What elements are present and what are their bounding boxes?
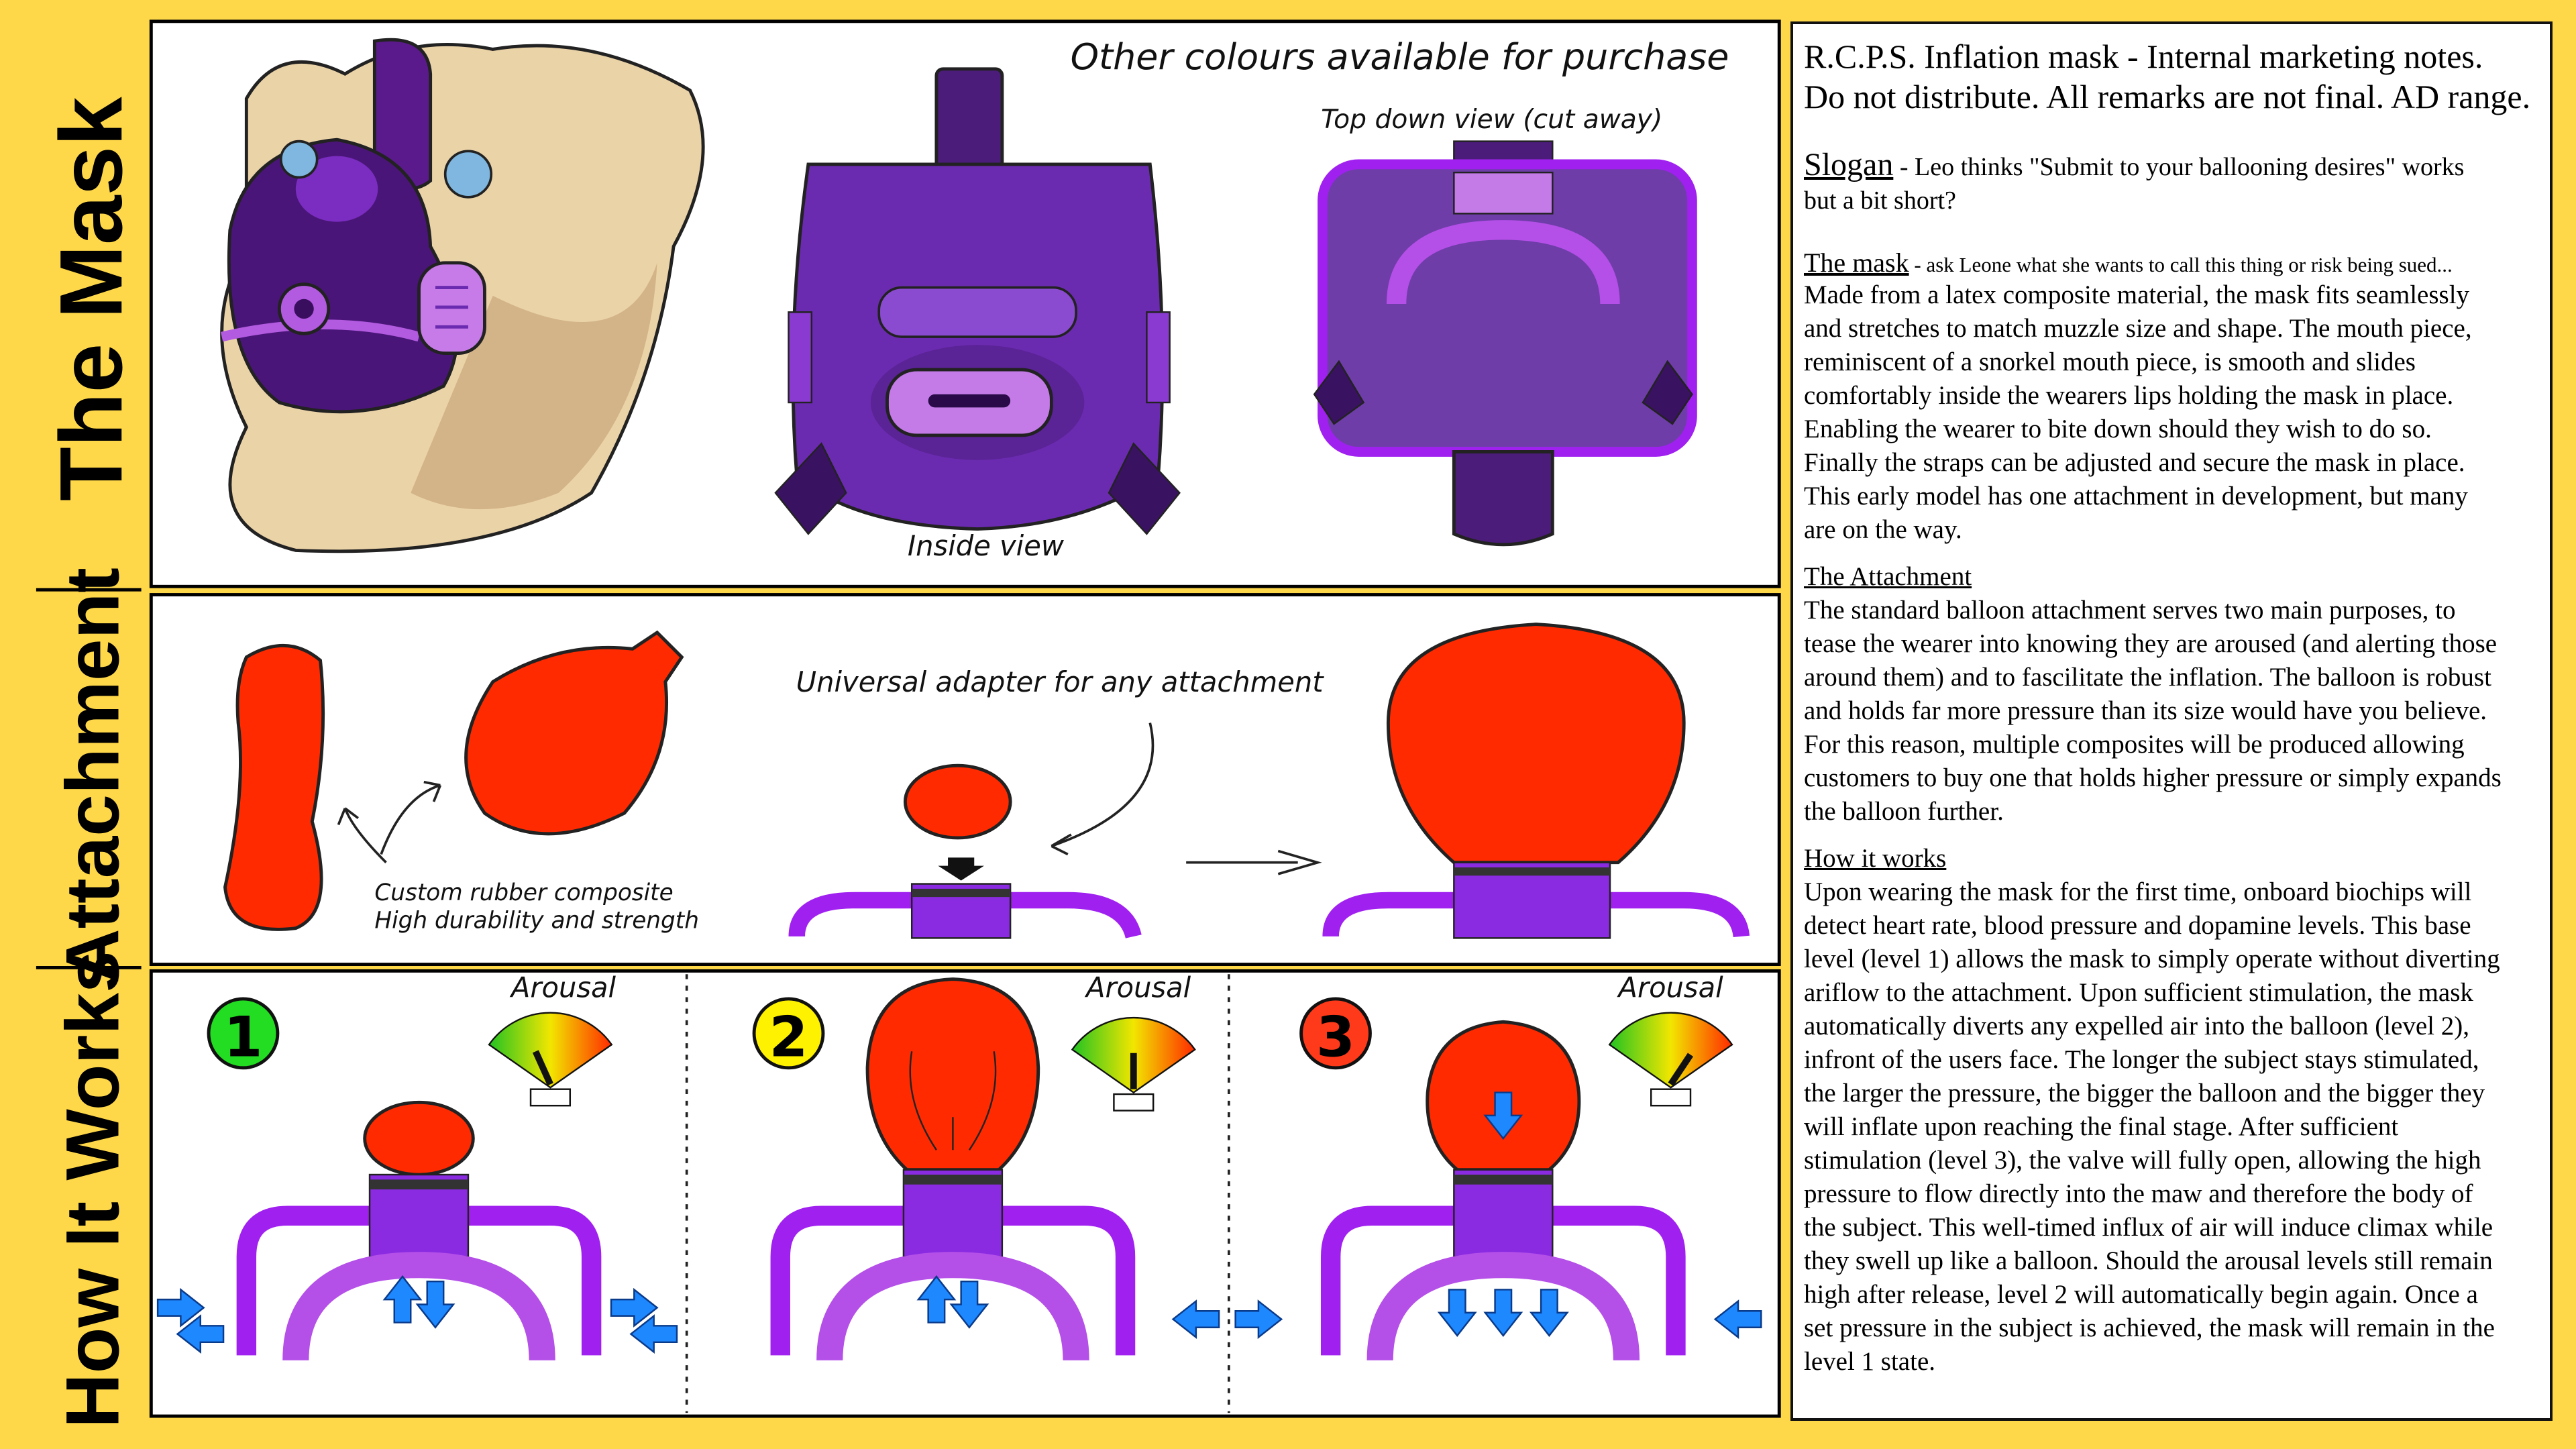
slogan-section: Slogan - Leo thinks "Submit to your ball… bbox=[1804, 146, 2539, 217]
how-body: Upon wearing the mask for the first time… bbox=[1804, 877, 2500, 1376]
gauge-needle bbox=[532, 1050, 553, 1086]
adapter-caption: Universal adapter for any attachment bbox=[796, 665, 1325, 698]
mask-top-down-view-illustration bbox=[1313, 140, 1697, 547]
stage-2: 2 Arousal bbox=[752, 971, 1220, 1361]
stage-number: 3 bbox=[1316, 1005, 1355, 1070]
gauge-label: Arousal bbox=[509, 971, 616, 1004]
panel-the-mask: Other colours available for purchase Top… bbox=[149, 19, 1781, 588]
down-arrow-icon bbox=[938, 857, 984, 881]
how-heading: How it works bbox=[1804, 844, 1947, 873]
mask-aside: - ask Leone what she wants to call this … bbox=[1909, 253, 2453, 276]
stage-number: 2 bbox=[769, 1005, 808, 1070]
panel-attachment: Custom rubber composite High durability … bbox=[149, 593, 1781, 966]
right-arrow-icon bbox=[1186, 849, 1322, 875]
deflated-balloon bbox=[223, 644, 325, 931]
top-view-caption: Top down view (cut away) bbox=[1321, 105, 1662, 135]
material-caption-1: Custom rubber composite bbox=[374, 879, 673, 906]
label-how-it-works: How It Works bbox=[50, 951, 134, 1428]
attachment-heading: The Attachment bbox=[1804, 562, 1972, 591]
arousal-gauge bbox=[488, 1012, 613, 1107]
attachment-body: The standard balloon attachment serves t… bbox=[1804, 596, 2502, 826]
stage-badge bbox=[1299, 997, 1372, 1070]
stage-badge bbox=[752, 997, 825, 1070]
marketing-notes-panel: R.C.P.S. Inflation mask - Internal marke… bbox=[1790, 21, 2553, 1421]
slogan-text: - Leo thinks "Submit to your ballooning … bbox=[1804, 153, 2465, 215]
label-the-mask: The Mask bbox=[42, 97, 141, 501]
stage-1: 1 Arousal bbox=[156, 971, 678, 1361]
label-attachment: Attachment bbox=[50, 568, 134, 983]
attachment-section: The Attachment The standard balloon atta… bbox=[1804, 560, 2539, 828]
stage-number: 1 bbox=[223, 1005, 262, 1070]
notes-header: R.C.P.S. Inflation mask - Internal marke… bbox=[1804, 38, 2531, 115]
arousal-gauge bbox=[1071, 1016, 1196, 1112]
arousal-gauge bbox=[1608, 1012, 1733, 1107]
inflated-balloon bbox=[1386, 623, 1686, 865]
medium-balloon bbox=[464, 630, 684, 836]
stage-3: 3 Arousal bbox=[1234, 971, 1762, 1361]
stage-badge bbox=[207, 997, 280, 1070]
section-labels: The Mask Attachment How It Works bbox=[36, 97, 142, 1428]
mask-inside-view-illustration bbox=[774, 67, 1181, 535]
mask-heading: The mask bbox=[1804, 248, 1909, 278]
mask-section: The mask - ask Leone what she wants to c… bbox=[1804, 247, 2539, 547]
colours-note: Other colours available for purchase bbox=[1071, 36, 1729, 78]
gauge-label: Arousal bbox=[1617, 971, 1724, 1004]
gauge-label: Arousal bbox=[1084, 971, 1191, 1004]
slogan-heading: Slogan bbox=[1804, 147, 1894, 182]
curved-arrows-icon bbox=[337, 780, 442, 864]
panel-how-it-works: 1 Arousal 2 bbox=[149, 969, 1781, 1418]
adapter-balloon bbox=[903, 763, 1012, 840]
how-section: How it works Upon wearing the mask for t… bbox=[1804, 842, 2539, 1379]
mask-body: Made from a latex composite material, th… bbox=[1804, 280, 2472, 544]
inside-view-caption: Inside view bbox=[908, 529, 1065, 562]
pointer-arrow-icon bbox=[1051, 722, 1155, 856]
material-caption-2: High durability and strength bbox=[374, 908, 699, 934]
lion-head-illustration bbox=[220, 38, 705, 553]
gauge-needle bbox=[1668, 1053, 1694, 1087]
